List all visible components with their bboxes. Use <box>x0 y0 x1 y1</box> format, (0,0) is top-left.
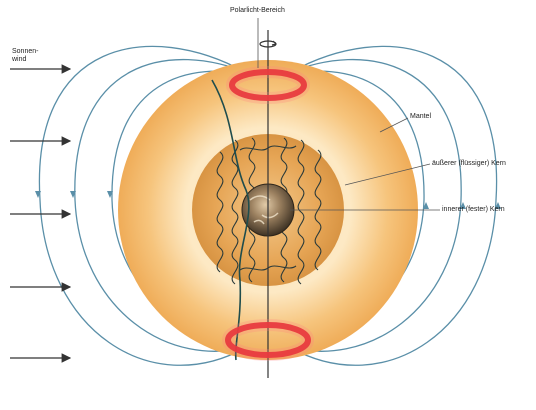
solar-wind-label: Sonnen- wind <box>12 48 38 63</box>
solar-wind-arrows <box>10 69 70 358</box>
inner-core-label: innerer (fester) Kern <box>442 206 505 214</box>
outer-core-label: äußerer (flüssiger) Kern <box>432 160 506 168</box>
aurora-region-label: Polarlicht-Bereich <box>230 7 285 15</box>
solar-wind-label-line1: Sonnen- <box>12 48 38 55</box>
solar-wind-label-line2: wind <box>12 56 26 63</box>
mantle-label: Mantel <box>410 113 431 121</box>
